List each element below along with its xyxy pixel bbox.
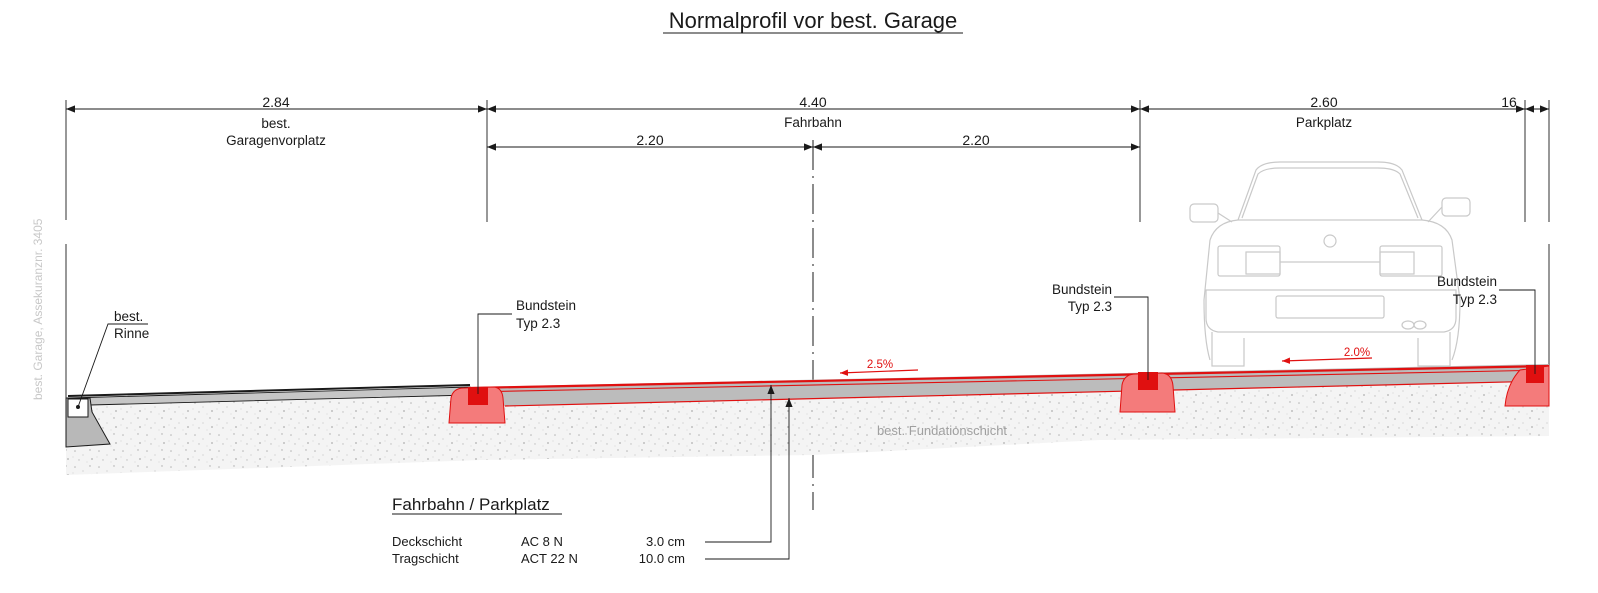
slope-right: 2.0%: [1344, 347, 1370, 359]
leader-deckschicht: [705, 385, 775, 543]
drawing-title: Normalprofil vor best. Garage: [669, 8, 958, 33]
layer-material: AC 8 N: [521, 534, 563, 549]
layer-name: Deckschicht: [392, 534, 462, 549]
side-note: best. Garage, Assekuranznr. 3405: [31, 218, 45, 400]
layer-material: ACT 22 N: [521, 551, 578, 566]
curb-stone-2: [1119, 372, 1176, 413]
foundation-layer: [66, 366, 1549, 475]
layer-thickness: 3.0 cm: [646, 534, 685, 549]
label-bundstein-1-type: Typ 2.3: [516, 316, 560, 331]
layer-row-deckschicht: Deckschicht AC 8 N 3.0 cm: [392, 534, 685, 549]
dim-garagenvorplatz: 2.84: [262, 94, 289, 110]
leader-rinne: [77, 323, 148, 408]
layer-thickness: 10.0 cm: [639, 551, 685, 566]
label-parkplatz: Parkplatz: [1296, 115, 1353, 130]
label-rinne-1: best.: [114, 309, 143, 324]
slope-arrow-right: [1281, 357, 1373, 364]
label-fahrbahn: Fahrbahn: [784, 115, 842, 130]
dim-fahrbahn: 4.40: [799, 94, 826, 110]
dim-16: 16: [1501, 94, 1517, 110]
label-bundstein-3-type: Typ 2.3: [1453, 292, 1497, 307]
wearing-course-bottom: [469, 369, 1550, 393]
leader-bundstein-3: [1499, 289, 1536, 374]
dim-half-right: 2.20: [962, 132, 989, 148]
dim-half-left: 2.20: [636, 132, 663, 148]
leader-bundstein-1: [477, 313, 512, 394]
label-garagenvorplatz-1: best.: [261, 116, 290, 131]
slope-arrow-left: [839, 369, 919, 376]
slope-left: 2.5%: [867, 359, 893, 371]
leader-bundstein-2: [1114, 296, 1149, 380]
curb-stone-1: [448, 386, 506, 424]
label-bundstein-2-type: Typ 2.3: [1068, 299, 1112, 314]
layer-name: Tragschicht: [392, 551, 459, 566]
foundation-label: best. Fundationschicht: [877, 423, 1007, 438]
label-bundstein-3: Bundstein: [1437, 274, 1497, 289]
extension-lines: [65, 100, 1550, 398]
label-bundstein-1: Bundstein: [516, 298, 576, 313]
label-bundstein-2: Bundstein: [1052, 282, 1112, 297]
forecourt-surface-line: [67, 384, 471, 397]
leader-tragschicht: [705, 398, 793, 560]
label-rinne-2: Rinne: [114, 326, 149, 341]
layer-row-tragschicht: Tragschicht ACT 22 N 10.0 cm: [392, 551, 685, 566]
road-pavement: [470, 364, 1549, 407]
dim-parkplatz: 2.60: [1310, 94, 1337, 110]
base-course-bottom: [504, 380, 1550, 407]
wearing-course-top: [469, 364, 1550, 390]
car-outline-icon: [1189, 161, 1471, 367]
label-garagenvorplatz-2: Garagenvorplatz: [226, 133, 326, 148]
layers-heading: Fahrbahn / Parkplatz: [392, 495, 550, 514]
